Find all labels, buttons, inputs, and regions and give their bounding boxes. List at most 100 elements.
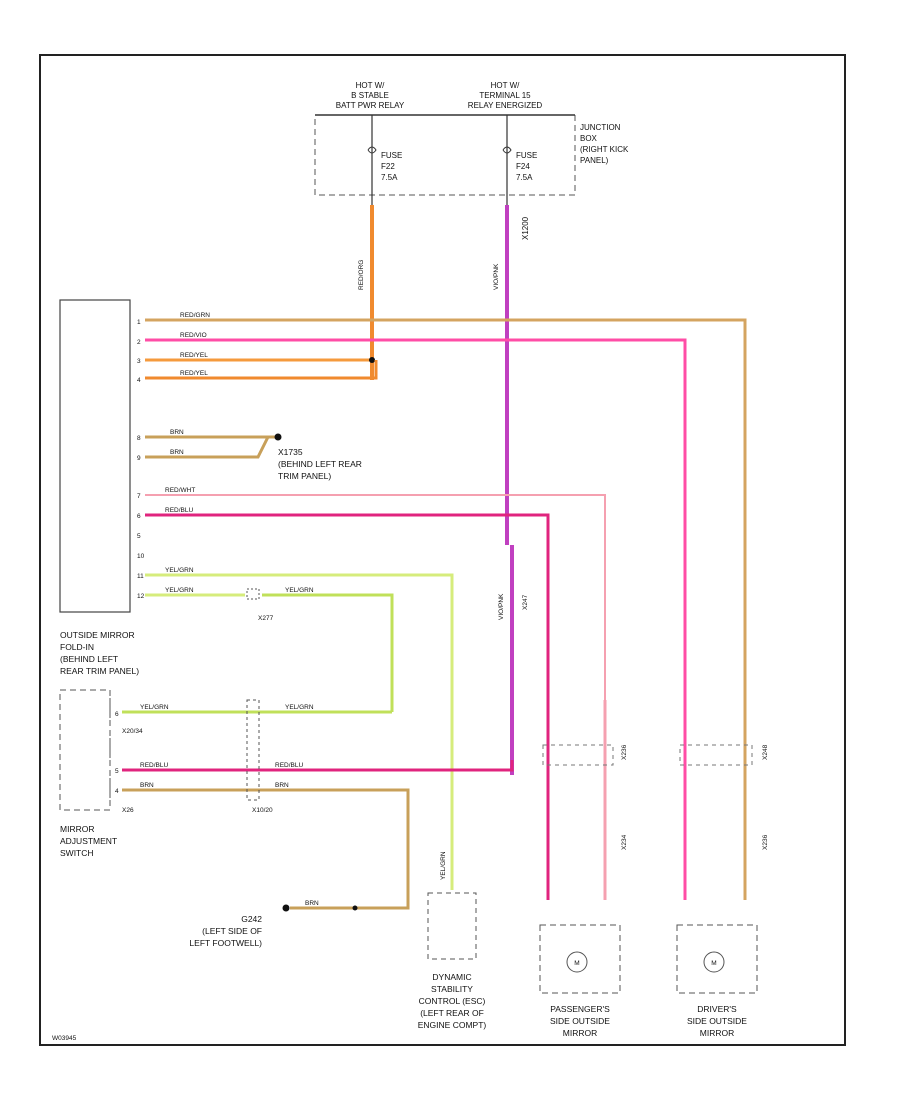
splice-dot-x1735	[274, 433, 282, 441]
wire-mir-brn-b-label: BRN	[275, 782, 289, 789]
pin-11: 11	[137, 573, 144, 580]
pass-mirror-box	[539, 924, 621, 994]
pass-mirror-line-2: SIDE OUTSIDE	[550, 1016, 610, 1026]
mirror-adj-switch: 6 5 4 MIRROR ADJUSTMENT SWITCH X20/34 X2…	[59, 689, 514, 910]
wire-pin1	[145, 318, 747, 700]
pin-10: 10	[137, 553, 145, 560]
fuse-b-connector: X1200	[521, 216, 530, 240]
pin-8: 8	[137, 435, 141, 442]
pin-5: 5	[137, 533, 141, 540]
adj-switch-line-3: SWITCH	[60, 848, 94, 858]
fold-switch-line-1: OUTSIDE MIRROR	[60, 630, 135, 640]
junction-box-line-2: BOX	[580, 134, 598, 143]
diagram-border	[39, 54, 846, 1046]
adj-switch-line-1: MIRROR	[60, 824, 94, 834]
pin-6: 6	[137, 513, 141, 520]
wire-pin1-label: RED/GRN	[180, 312, 210, 319]
fold-switch: 1 2 3 4 8 9 7 6 5 10 11 12 OUTSIDE MIRRO…	[59, 299, 145, 676]
wire-pin9-label: BRN	[170, 449, 184, 456]
wire-gnd-label: BRN	[305, 900, 319, 907]
driver-mirror: X248 X236 M DRIVER'S SIDE OUTSIDE MIRROR	[676, 700, 769, 1038]
fuse-wires: RED/ORG VIO/PNK VIO/PNK X247	[358, 205, 529, 775]
fuse-a-line-1: FUSE	[381, 151, 402, 160]
connector-mir-a: X20/34	[122, 728, 143, 735]
mir-pin-4: 4	[115, 788, 119, 795]
connector-x4-icon	[542, 744, 614, 766]
fuse-b-line-2: F24	[516, 162, 530, 171]
esc-line-2: STABILITY	[431, 984, 473, 994]
splice-dot-a	[369, 357, 375, 363]
fuse-a-line-2: F22	[381, 162, 395, 171]
wire-pin8-label: BRN	[170, 429, 184, 436]
wire-pin6	[145, 513, 550, 700]
connector-x7-label: X247	[522, 594, 529, 610]
fold-switch-line-4: REAR TRIM PANEL)	[60, 666, 139, 676]
connector-x2-label: X277	[258, 615, 274, 622]
fuse-b-line-1: FUSE	[516, 151, 537, 160]
pin-2: 2	[137, 339, 141, 346]
pin-9: 9	[137, 455, 141, 462]
drv-mirror-line-3: MIRROR	[700, 1028, 734, 1038]
pin-3: 3	[137, 358, 141, 365]
connector-x5: X234	[621, 834, 628, 850]
ground-g242: BRN G242 (LEFT SIDE OF LEFT FOOTWELL)	[189, 900, 358, 948]
junction-box-line-1: JUNCTION	[580, 123, 621, 132]
fuse-b-line-3: 7.5A	[516, 173, 533, 182]
wire-pin2-label: RED/VIO	[180, 332, 207, 339]
drv-mirror-line-1: DRIVER'S	[697, 1004, 737, 1014]
connector-mir-c-icon	[246, 699, 260, 801]
hot-b-line-1: HOT W/	[491, 81, 521, 90]
splice-line-2: (BEHIND LEFT REAR	[278, 459, 362, 469]
hot-a-line-2: B STABLE	[351, 91, 389, 100]
wire-fuse-a-label: RED/ORG	[358, 260, 365, 290]
wire-pin4	[145, 360, 378, 380]
pass-motor-label: M	[574, 960, 579, 967]
wire-mir-red	[122, 760, 514, 772]
adj-switch-line-2: ADJUSTMENT	[60, 836, 117, 846]
fold-switch-line-3: (BEHIND LEFT	[60, 654, 118, 664]
splice-line-3: TRIM PANEL)	[278, 471, 331, 481]
hot-a-line-3: BATT PWR RELAY	[336, 101, 405, 110]
drv-mirror-line-2: SIDE OUTSIDE	[687, 1016, 747, 1026]
ground-line-2: (LEFT SIDE OF	[202, 926, 262, 936]
splice-line-1: X1735	[278, 447, 303, 457]
hot-b-line-3: RELAY ENERGIZED	[468, 101, 543, 110]
ground-splice-dot	[352, 905, 358, 911]
connector-x6-icon	[679, 744, 753, 766]
connector-x2-icon	[246, 588, 260, 600]
wire-pin11	[145, 573, 454, 890]
fuse-b-icon	[502, 146, 512, 154]
wire-fuse-b-label: VIO/PNK	[493, 263, 500, 290]
wire-pin9	[145, 435, 278, 459]
hot-a-line-1: HOT W/	[356, 81, 386, 90]
fold-switch-line-2: FOLD-IN	[60, 642, 94, 652]
wire-pin7-label: RED/WHT	[165, 487, 195, 494]
wire-esc-label: YEL/GRN	[440, 851, 447, 880]
pass-motor-icon	[566, 951, 588, 973]
fuse-a-icon	[367, 146, 377, 154]
wire-mir-brn	[122, 788, 410, 910]
wire-pin12-b	[262, 593, 394, 712]
wire-pin11-label: YEL/GRN	[165, 567, 194, 574]
connector-mir-c: X10/20	[252, 807, 273, 814]
pin-12: 12	[137, 593, 145, 600]
wire-pin4-label: RED/YEL	[180, 370, 208, 377]
wire-mir-yel-label: YEL/GRN	[140, 704, 169, 711]
wire-mir-red-label: RED/BLU	[140, 762, 168, 769]
wire-pin12-label: YEL/GRN	[165, 587, 194, 594]
pass-mirror-line-3: MIRROR	[563, 1028, 597, 1038]
pass-mirror-line-1: PASSENGER'S	[550, 1004, 610, 1014]
passenger-mirror: X236 X234 M PASSENGER'S SIDE OUTSIDE MIR…	[539, 700, 628, 1038]
wire-mir-red-b-label: RED/BLU	[275, 762, 303, 769]
wire-vio-vert-label: VIO/PNK	[498, 593, 505, 620]
wire-pin12b-label: YEL/GRN	[285, 587, 314, 594]
connector-x8: X248	[762, 744, 769, 760]
esc-line-5: ENGINE COMPT)	[418, 1020, 487, 1030]
drv-mirror-box	[676, 924, 758, 994]
esc-module: DYNAMIC STABILITY CONTROL (ESC) (LEFT RE…	[418, 892, 487, 1030]
junction-box-line-3: (RIGHT KICK	[580, 145, 629, 154]
pin-1: 1	[137, 319, 141, 326]
junction-box-line-4: PANEL)	[580, 156, 609, 165]
drv-motor-icon	[703, 951, 725, 973]
wire-mir-brn-label: BRN	[140, 782, 154, 789]
